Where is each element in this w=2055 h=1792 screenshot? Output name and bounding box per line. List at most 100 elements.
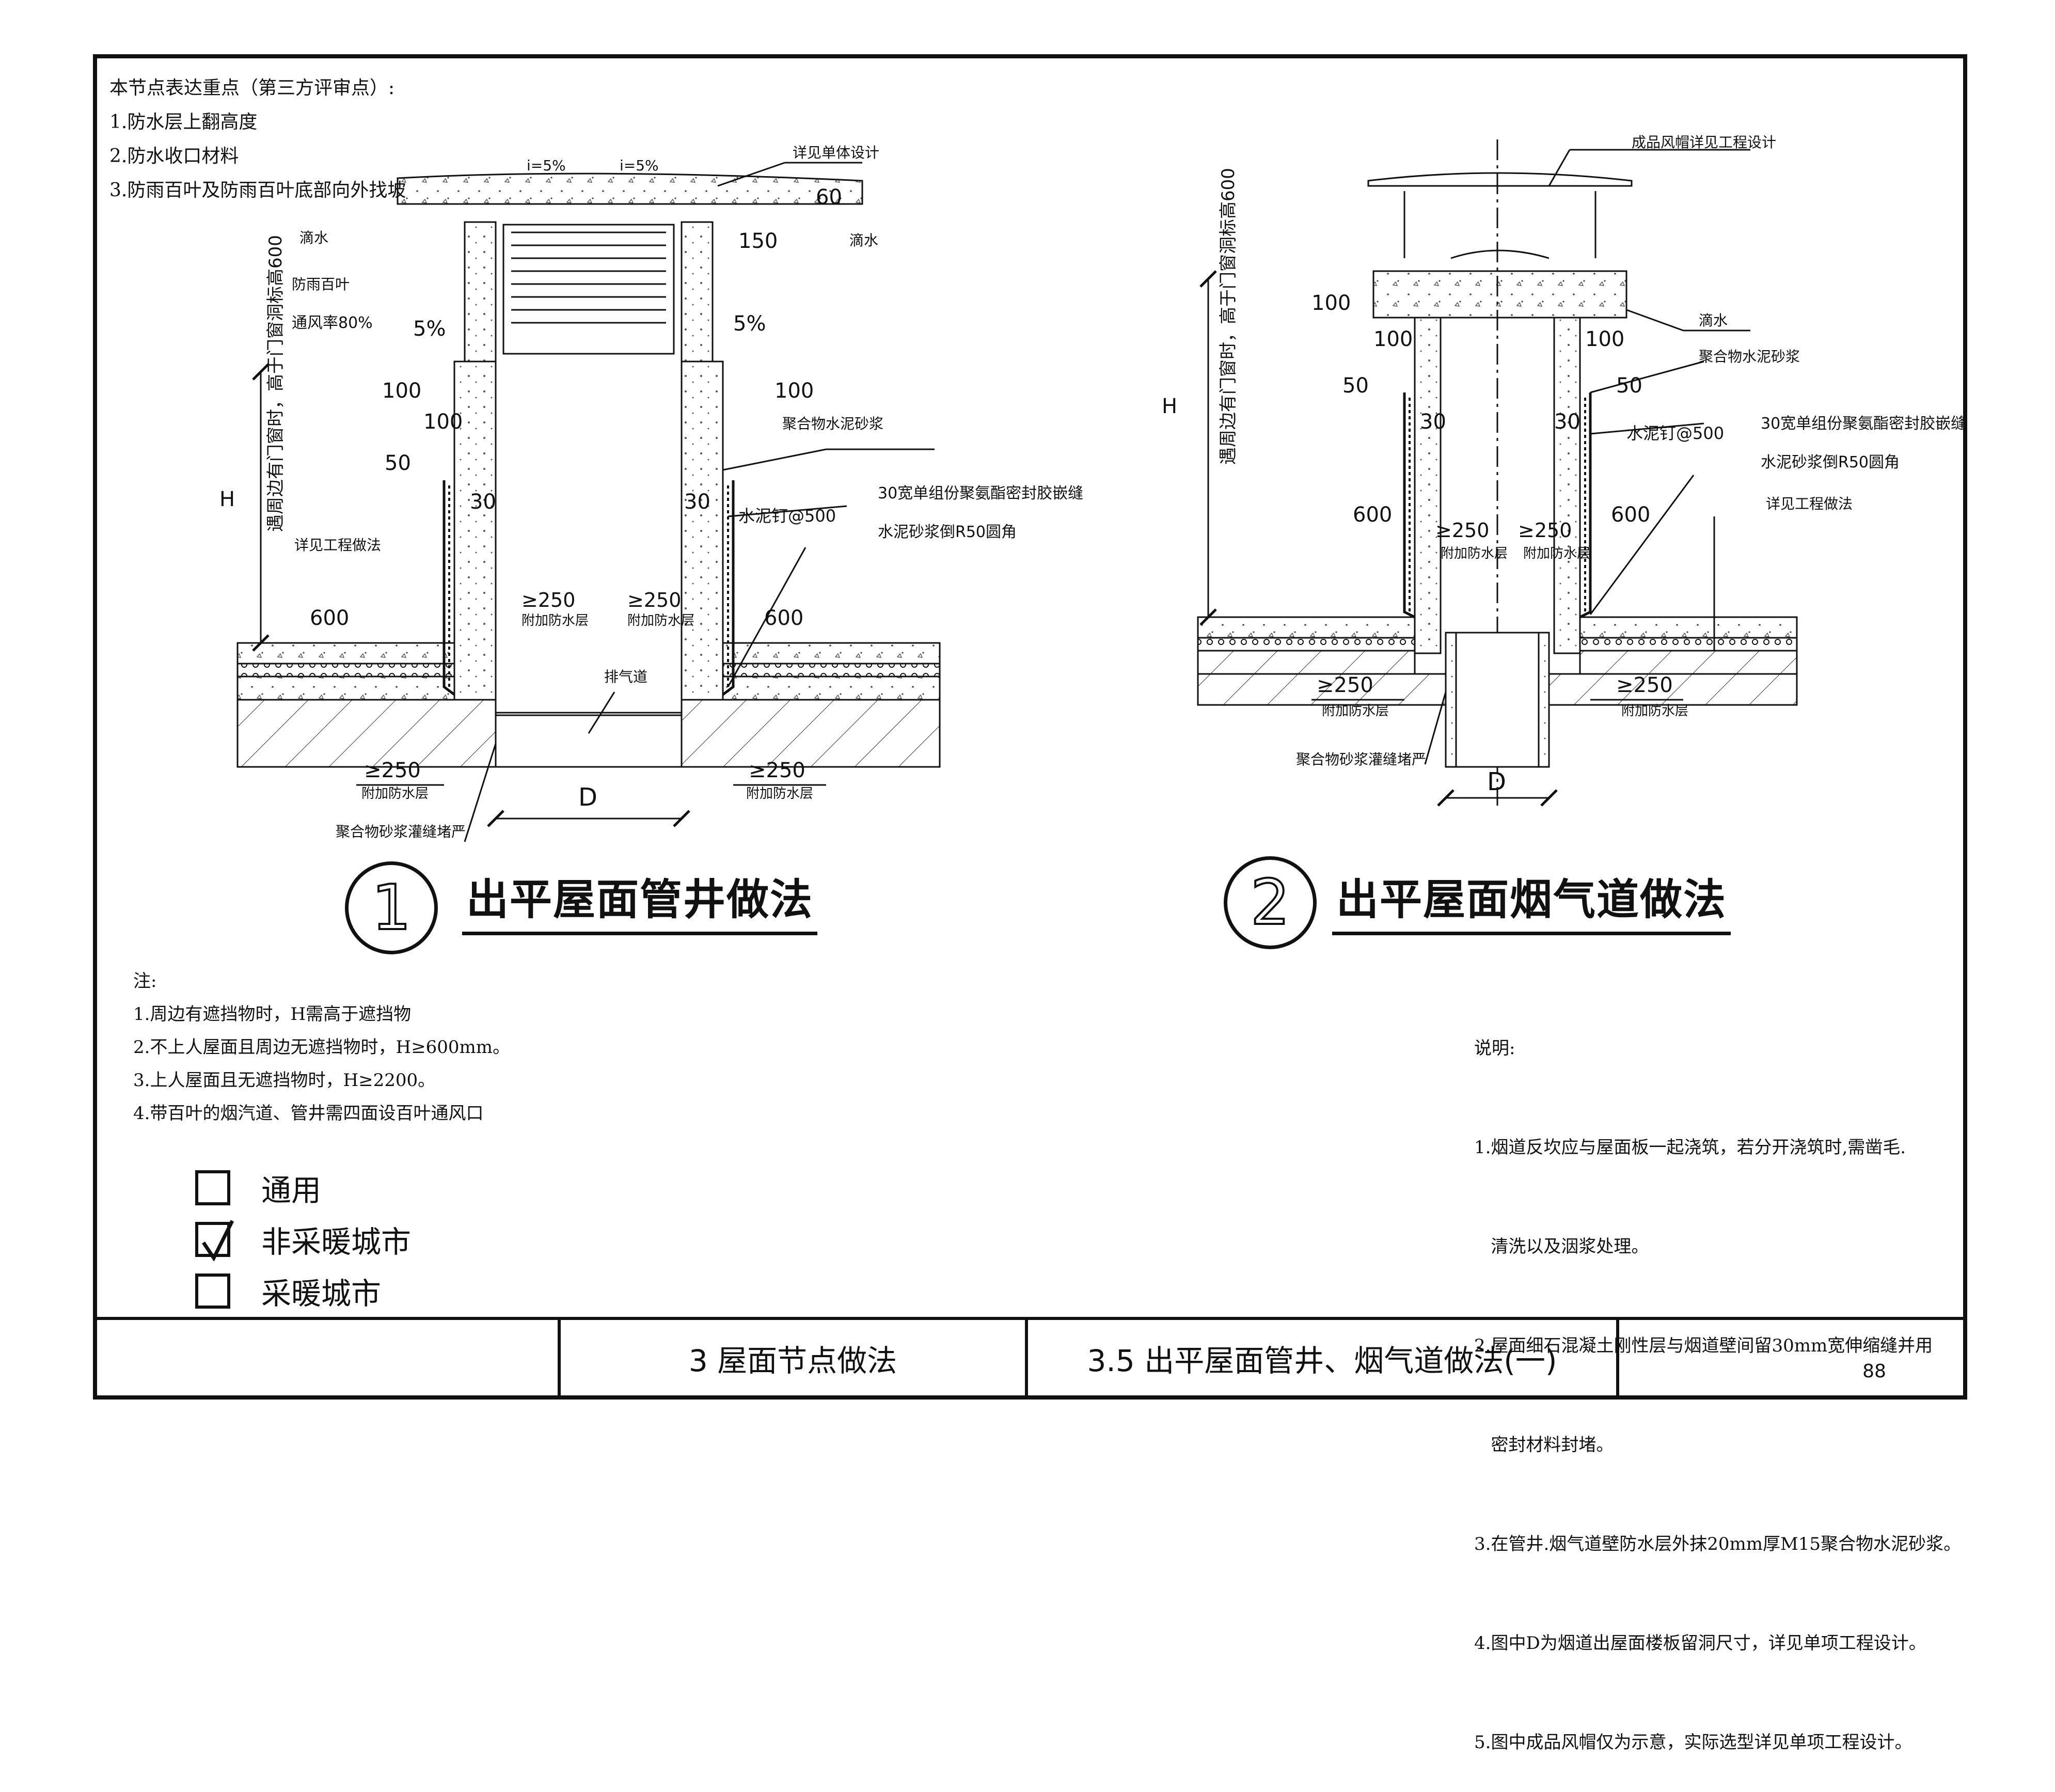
right-notes-heading: 说明: — [1474, 1038, 1515, 1059]
d2-vertical-note: 遇周边有门窗时，高于门窗洞标高600 — [1218, 168, 1239, 465]
left-notes-heading: 注: — [133, 971, 157, 992]
drawing-frame — [93, 54, 1967, 1400]
checkbox-heating-city[interactable]: 采暖城市 — [195, 1269, 381, 1313]
d1-louver-label: 防雨百叶 — [292, 276, 350, 293]
detail1-title: 出平屋面管井做法 — [462, 865, 818, 935]
right-note-2: 2.屋面细石混凝土刚性层与烟道壁间留30mm宽伸缩缝并用 — [1474, 1335, 1933, 1356]
detail2-title: 出平屋面烟气道做法 — [1332, 865, 1731, 935]
hood-cap — [1367, 172, 1633, 187]
d2-dim-50b: 50 — [1616, 374, 1642, 398]
d1-fillet: 水泥砂浆倒R50圆角 — [878, 523, 1017, 541]
detail2-number: 2 — [1250, 866, 1291, 940]
detail1-drawing: i=5% i=5% 详见单体设计 滴水 滴水 60 150 防雨百叶 通风率80… — [219, 144, 1083, 842]
d1-slope-left: 5% — [413, 317, 446, 341]
checkbox-general[interactable]: 通用 — [195, 1166, 321, 1209]
d1-dim-150: 150 — [738, 229, 778, 253]
d2-dim-50a: 50 — [1342, 374, 1369, 398]
d2-ge250d: ≥250 — [1616, 673, 1673, 697]
d2-d-label: D — [1487, 767, 1506, 796]
d1-vent-rate: 通风率80% — [292, 314, 373, 332]
checkmark-icon — [202, 1220, 234, 1261]
d2-dim-600b: 600 — [1611, 503, 1650, 527]
d2-nail: 水泥钉@500 — [1626, 423, 1724, 443]
left-note-3: 3.上人屋面且无遮挡物时，H≥2200。 — [133, 1070, 436, 1091]
d1-dim-600b: 600 — [764, 606, 803, 630]
d1-ge250d: ≥250 — [749, 759, 805, 782]
checkbox-non-heating-city[interactable]: 非采暖城市 — [195, 1218, 411, 1261]
d1-extra-layer-c: 附加防水层 — [361, 786, 429, 801]
d2-dim-30a: 30 — [1420, 410, 1446, 434]
d1-extra-layer-d: 附加防水层 — [746, 786, 813, 801]
cap-slab — [397, 172, 863, 205]
shaft-wall-left — [453, 360, 497, 701]
d1-ge250b: ≥250 — [627, 589, 681, 611]
key-points-heading: 本节点表达重点（第三方评审点）: — [109, 77, 395, 99]
d2-ge250c: ≥250 — [1317, 673, 1373, 697]
louver-box — [502, 224, 675, 355]
d2-grout: 聚合物砂浆灌缝堵严 — [1296, 751, 1426, 768]
left-notes: 注: 1.周边有遮挡物时，H需高于遮挡物 2.不上人屋面且周边无遮挡物时，H≥6… — [133, 965, 510, 1130]
checkbox-label: 通用 — [261, 1173, 322, 1208]
title-block: 3 屋面节点做法 3.5 出平屋面管井、烟气道做法(一) 88 — [93, 1317, 1967, 1400]
detail1-number-circle: 1 — [345, 861, 438, 954]
d2-extra-layer-a: 附加防水层 — [1441, 546, 1508, 561]
d2-dim-30b: 30 — [1554, 410, 1580, 434]
d1-nail: 水泥钉@500 — [738, 506, 836, 526]
d1-dim-600a: 600 — [310, 606, 349, 630]
d1-ge250c: ≥250 — [364, 759, 421, 782]
checkbox-label: 非采暖城市 — [261, 1224, 412, 1260]
d2-dim-100c: 100 — [1585, 327, 1624, 351]
checkbox-box[interactable] — [195, 1274, 230, 1309]
d1-dim-100b: 100 — [774, 379, 814, 403]
checkbox-box[interactable] — [195, 1220, 234, 1261]
d1-ge250a: ≥250 — [521, 589, 575, 611]
right-note-1: 1.烟道反坎应与屋面板一起浇筑，若分开浇筑时,需凿毛. — [1474, 1137, 1906, 1158]
d1-extra-layer-a: 附加防水层 — [521, 613, 589, 628]
d1-design-label: 详见单体设计 — [793, 144, 879, 161]
key-points-notes: 本节点表达重点（第三方评审点）: 1.防水层上翻高度 2.防水收口材料 3.防雨… — [109, 71, 406, 208]
key-point-1: 1.防水层上翻高度 — [109, 112, 258, 133]
d1-slope-1: i=5% — [527, 157, 566, 174]
d2-ge250a: ≥250 — [1435, 519, 1489, 542]
d2-fillet: 水泥砂浆倒R50圆角 — [1761, 453, 1900, 471]
chapter-title: 3 屋面节点做法 — [688, 1343, 897, 1378]
d1-dim-100c: 100 — [423, 410, 463, 434]
d1-sealant: 30宽单组份聚氨酯密封胶嵌缝 — [878, 484, 1083, 502]
d2-dim-600a: 600 — [1353, 503, 1392, 527]
d2-extra-layer-b: 附加防水层 — [1523, 546, 1590, 561]
d1-dim-60: 60 — [816, 185, 842, 209]
d1-dim-30a: 30 — [470, 490, 496, 514]
d1-polymer-mortar: 聚合物水泥砂浆 — [782, 415, 883, 432]
d2-polymer-mortar: 聚合物水泥砂浆 — [1699, 348, 1800, 365]
key-point-3: 3.防雨百叶及防雨百叶底部向外找坡 — [109, 180, 406, 201]
section-title: 3.5 出平屋面管井、烟气道做法(一) — [1087, 1343, 1557, 1378]
detail1-geometry — [236, 162, 941, 842]
d1-slope-right: 5% — [733, 312, 766, 336]
checkbox-box[interactable] — [195, 1170, 230, 1205]
d2-engineering: 详见工程做法 — [1766, 495, 1853, 512]
d1-d-label: D — [578, 783, 597, 812]
checkbox-label: 采暖城市 — [261, 1276, 382, 1311]
flue-cap-slab — [1372, 270, 1627, 319]
left-note-4: 4.带百叶的烟汽道、管井需四面设百叶通风口 — [133, 1103, 484, 1124]
d2-ge250b: ≥250 — [1518, 519, 1572, 542]
right-note-1b: 清洗以及洇浆处理。 — [1474, 1236, 1649, 1257]
left-note-1: 1.周边有遮挡物时，H需高于遮挡物 — [133, 1004, 412, 1025]
key-point-2: 2.防水收口材料 — [109, 146, 239, 167]
d1-grout: 聚合物砂浆灌缝堵严 — [336, 823, 466, 840]
detail2-drawing: 成品风帽详见工程设计 滴水 聚合物水泥砂浆 水泥钉@500 30宽单组份聚氨酯密… — [1162, 134, 1966, 807]
d1-dim-30b: 30 — [684, 490, 710, 514]
d2-hood-label: 成品风帽详见工程设计 — [1632, 134, 1776, 151]
d2-dim-100b: 100 — [1373, 327, 1413, 351]
d1-dim-100a: 100 — [382, 379, 421, 403]
d1-engineering: 详见工程做法 — [294, 537, 381, 554]
d2-drip: 滴水 — [1699, 312, 1728, 329]
d2-extra-layer-d: 附加防水层 — [1621, 703, 1688, 719]
d1-dim-50: 50 — [385, 451, 411, 475]
right-note-3: 3.在管井.烟气道壁防水层外抹20mm厚M15聚合物水泥砂浆。 — [1474, 1534, 1962, 1554]
d2-extra-layer-c: 附加防水层 — [1322, 703, 1389, 719]
right-note-5: 5.图中成品风帽仅为示意，实际选型详见单项工程设计。 — [1474, 1732, 1912, 1753]
detail1-number: 1 — [371, 871, 412, 945]
right-note-4: 4.图中D为烟道出屋面楼板留洞尺寸，详见单项工程设计。 — [1474, 1633, 1926, 1654]
d1-drip-left: 滴水 — [299, 229, 328, 246]
